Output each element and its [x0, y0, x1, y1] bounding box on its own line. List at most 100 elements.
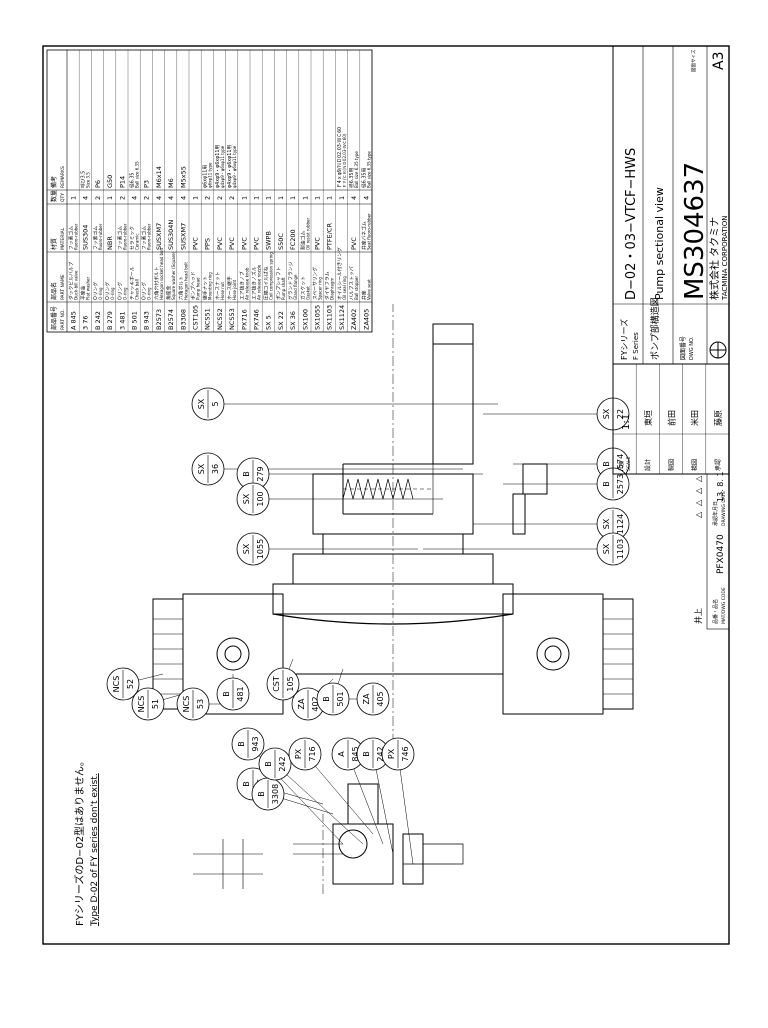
table-cell-remarks: P14	[118, 176, 126, 188]
balloon-top-text: B	[242, 781, 251, 787]
table-cell-qty: 2	[143, 196, 151, 200]
note-jp: FYシリーズのD−02型はありません。	[73, 756, 86, 926]
balloon-bottom-text: 22	[616, 409, 625, 419]
table-cell-material-en: Oil resist rubber	[305, 218, 310, 250]
table-cell-code: SX100	[301, 309, 309, 330]
leader-line	[397, 753, 414, 865]
signature-label: 承認	[714, 459, 722, 471]
part-balloon: PX 716	[288, 737, 322, 771]
table-cell-code: PX746	[253, 309, 261, 330]
balloon-bottom-text: 501	[336, 691, 345, 706]
table-cell-qty: 2	[118, 196, 126, 200]
table-header: 材質	[50, 238, 58, 250]
table-cell-name-en: Gland flange	[293, 274, 298, 300]
balloon-top-text: PX	[294, 748, 303, 759]
title-en: Pump sectional view	[653, 187, 666, 300]
table-cell-name: バルブストッパ	[348, 266, 355, 300]
signature-name: 東垣	[643, 410, 653, 426]
table-cell-qty: 1	[253, 196, 261, 200]
balloon-bottom-text: 1124	[616, 514, 625, 534]
table-cell-remarks: Ｆ4ｘφ9/ＮＤ02.03-ＷＣ60	[337, 127, 343, 188]
table-cell-remarks: M6x14	[155, 166, 163, 188]
table-cell-name-en: Diaphragm	[330, 278, 335, 300]
table-cell-material: フッ素ゴム	[92, 226, 99, 250]
table-cell-qty: 4	[131, 196, 139, 200]
table-cell-code: ZA402	[350, 309, 358, 330]
table-cell-remarks: 径6.35用	[360, 168, 367, 188]
table-cell-name: グランドフランジ	[287, 261, 294, 300]
revision-mark: △	[694, 511, 703, 518]
table-cell-remarks-en: φ4xφ9・φ6xφ11 type	[232, 145, 237, 188]
table-cell-name-en: Hose joint	[232, 280, 237, 300]
table-cell-code: B 501	[131, 311, 139, 330]
table-cell-remarks: 径6.35	[129, 173, 136, 188]
table-cell-code: ZA405	[362, 309, 370, 330]
signature-label: 製図	[667, 459, 675, 471]
table-cell-remarks: P6	[94, 180, 102, 188]
balloon-top-text: NCS	[137, 696, 146, 713]
dwg-no: MS304637	[680, 162, 710, 300]
table-cell-name: 六角穴付ボルト	[153, 266, 160, 300]
table-cell-name-en: Ball stopper	[354, 276, 359, 300]
table-cell-code: NCS51	[204, 308, 212, 330]
table-cell-name: 平座金	[80, 285, 87, 300]
revision-mark: △	[694, 487, 703, 494]
pump-sectional-drawing	[152, 304, 634, 894]
table-cell-qty: 2	[216, 196, 224, 200]
table-cell-remarks-en: ＦＹ/ＣＲ(ＮＤ02.03-ＷＣ60)	[342, 133, 347, 188]
table-cell-material: PVC	[350, 237, 358, 250]
balloon-bottom-text: 242	[278, 756, 287, 771]
table-cell-qty: 1	[301, 196, 309, 200]
table-cell-code: B3308	[179, 309, 187, 330]
table-cell-name: チャッキボール	[129, 266, 136, 300]
balloon-bottom-text: 2574	[616, 454, 625, 474]
table-cell-code: 3 76	[82, 316, 90, 330]
sheet-size: A3	[711, 52, 727, 70]
table-cell-name-en: O-ring	[110, 287, 115, 300]
table-cell-code: CST105	[192, 305, 200, 330]
table-cell-name-en: Hose nut	[220, 282, 225, 300]
table-cell-code: SX1124	[338, 305, 346, 330]
table-cell-name: ホース継手	[226, 276, 233, 300]
balloon-top-text: B	[257, 791, 266, 797]
table-cell-name-en: Check ball	[135, 279, 140, 300]
table-cell-name: スペーサリング	[312, 267, 319, 300]
table-cell-remarks-en: Ball size 6.35 type	[354, 151, 359, 188]
table-cell-name: 六角ボルト	[177, 276, 184, 300]
table-cell-qty: 2	[228, 196, 236, 200]
table-cell-name: オイルシール付きリング	[336, 247, 343, 300]
table-header-en: MATERIAL	[60, 227, 66, 250]
mat-dwg-value: PFX0470	[716, 534, 726, 574]
table-cell-remarks: M6	[167, 178, 175, 188]
table-cell-material: SUSXM7	[155, 223, 163, 250]
table-cell-code: B2573	[155, 309, 163, 330]
table-cell-material-en: fluoro-rubber	[122, 223, 127, 250]
series-en: F Series	[632, 332, 640, 360]
table-cell-material: フッ素ゴム	[116, 226, 123, 250]
balloon-top-text: B	[237, 741, 246, 747]
table-cell-name: ダックビルバルブ	[68, 261, 75, 300]
leader-line	[372, 753, 394, 855]
table-cell-qty: 1	[338, 196, 346, 200]
table-header: 部品番号	[50, 306, 58, 330]
table-cell-name-en: Gasket	[305, 286, 310, 300]
table-cell-name: エア抜きノズル	[251, 266, 258, 300]
table-cell-qty: 4	[155, 196, 163, 200]
table-cell-name-en: O-ring	[147, 287, 152, 300]
balloon-bottom-text: 402	[311, 696, 320, 711]
table-cell-name-en: Valve seat	[366, 279, 371, 300]
balloon-top-text: A	[337, 751, 346, 757]
balloon-bottom-text: 845	[351, 746, 360, 761]
table-cell-remarks-en: Ball size 6.35 type	[366, 151, 371, 188]
table-cell-material: PVC	[314, 237, 322, 250]
balloon-bottom-text: 716	[308, 746, 317, 761]
part-balloon: A 845	[331, 737, 365, 771]
